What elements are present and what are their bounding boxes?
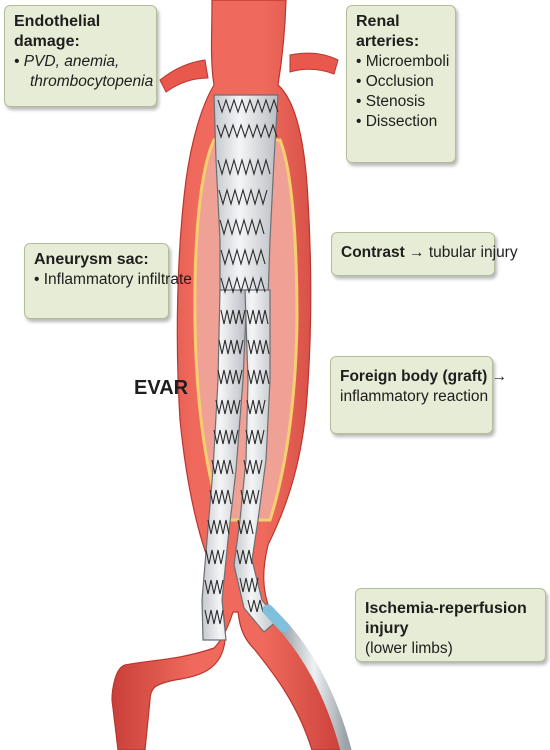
label-contrast-text: tubular injury [428,244,518,261]
label-endothelial-item: thrombocytopenia [30,73,154,90]
stent-wires [204,98,279,625]
stent-graft-main-body [213,94,279,301]
label-foreign-text: inflammatory reaction [340,388,489,405]
stent-graft-left-limb [201,289,248,641]
label-aneurysm-item: Inflammatory infiltrate [34,270,192,290]
catheter-tip [262,604,290,633]
label-foreign-body: Foreign body (graft) → inflammatory reac… [330,356,507,434]
label-ischemia-text: (lower limbs) [365,640,453,657]
arrow-right-icon: → [491,368,508,385]
label-renal-arteries: Renal arteries: Microemboli Occlusion St… [346,5,456,163]
label-endothelial-title: Endothelial damage: [14,13,101,50]
label-aneurysm-title: Aneurysm sac: [34,251,149,268]
catheter-sheath [276,619,352,750]
label-contrast: Contrast → tubular injury [331,232,518,276]
label-aneurysm-sac: Aneurysm sac: Inflammatory infiltrate [24,243,192,319]
label-endothelial-damage: Endothelial damage: PVD, anemia, thrombo… [4,5,157,107]
label-renal-item: Microemboli [356,52,450,72]
label-renal-item: Dissection [356,112,446,132]
label-ischemia-title: Ischemia-reperfusion injury [365,600,527,637]
arrow-right-icon: → [409,244,425,261]
label-endothelial-item: PVD, anemia, [14,52,147,72]
label-foreign-title: Foreign body (graft) [340,368,488,385]
renal-artery-right [289,52,339,75]
label-renal-item: Stenosis [356,92,446,112]
renal-artery-left [159,59,209,93]
label-renal-item: Occlusion [356,72,446,92]
label-ischemia-reperfusion: Ischemia-reperfusion injury (lower limbs… [355,588,546,662]
label-contrast-title: Contrast [341,244,405,261]
evar-label: EVAR [134,377,189,399]
label-renal-title: Renal arteries: [356,13,420,50]
